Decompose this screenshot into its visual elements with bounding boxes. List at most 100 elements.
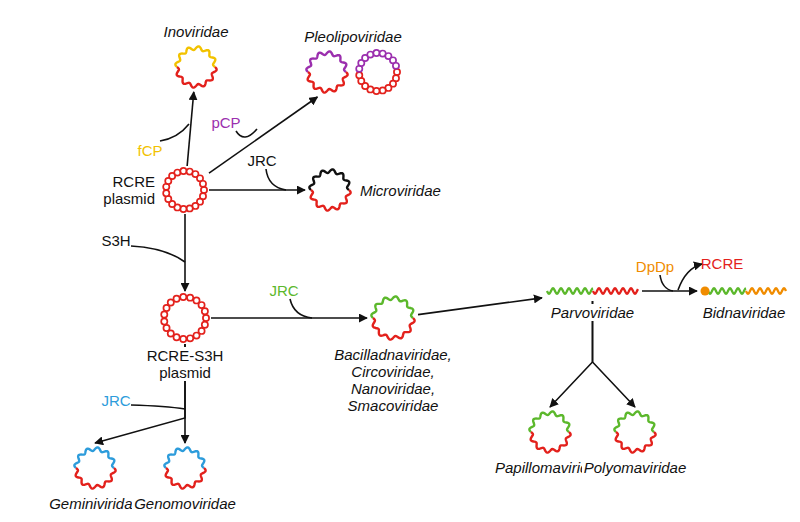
genome-bead [163,190,169,196]
genome-bead [373,50,379,56]
genome-strand [373,318,415,340]
genome-strand [309,169,349,190]
genome-strand [308,72,348,93]
genome-bead [202,322,208,328]
terminal-protein [701,287,710,296]
genome-bead [187,335,193,341]
gene-label: JRC [269,282,298,299]
genome-node: Microviridae [308,168,352,212]
genome-bead [180,294,186,300]
family-label: Inoviridae [161,23,230,40]
genome-bead [193,332,199,338]
family-label: Geminiviridae [47,495,143,512]
genome-node: RCRE plasmid [163,168,207,212]
genome-node: Geminiviridae [73,446,117,490]
genome-node: Genomoviridae [163,446,207,490]
genome-strand [306,51,346,72]
family-label: RCRE plasmid [93,173,157,207]
family-label: Bidnaviridae [701,304,788,321]
genome-node: Parvoviridae [545,283,640,299]
connector-arrow [184,214,186,291]
genome-bead [187,205,193,211]
genome-shape [528,410,572,454]
genome-bead [394,69,400,75]
genome-strand [175,46,215,67]
genome-node: RCRE-S3H plasmid [161,294,209,342]
genome-strand [593,288,638,293]
genome-strand [311,190,351,211]
family-label: Bacilladnaviridae, Circoviridae, Nanovir… [320,346,466,414]
genome-bead [161,318,167,324]
genome-shape [700,283,788,299]
genome-bead [161,311,167,317]
genome-strand [529,411,569,432]
genome-shape [308,168,352,212]
family-label: Polyomaviridae [582,459,689,476]
genome-strand [177,67,217,88]
connector-arrow [418,298,542,315]
genome-node: Pleolipoviridae [305,50,401,94]
genome-strand [531,432,571,453]
cofactor-arrow [678,264,702,290]
genome-shape [613,410,657,454]
gene-label: fCP [137,142,162,159]
genome-shape [545,283,640,299]
genome-strand [547,288,593,293]
genome-strand [74,447,114,468]
genome-shape [370,295,416,341]
family-label: Pleolipoviridae [302,28,404,45]
genome-shape [163,168,207,212]
genome-node: Polyomaviridae [613,410,657,454]
genome-node: Inoviridae [174,45,218,89]
gene-label: JRC [247,152,276,169]
genome-strand [746,288,786,293]
genome-shape [161,294,209,342]
gene-label: DpDp [636,258,674,275]
cofactor-arrow [160,124,189,141]
genome-bead [163,325,169,331]
gene-label: pCP [211,114,240,131]
genome-strand [708,288,746,293]
genome-bead [180,168,186,174]
gene-label: RCRE [701,255,744,272]
cofactor-arrow [131,246,185,262]
genome-bead [168,299,174,305]
genome-strand [616,432,656,453]
genome-bead [198,302,204,308]
gene-label: S3H [101,232,130,249]
genome-shape [163,446,207,490]
genome-strand [164,447,204,468]
genome-bead [200,181,206,187]
genome-bead [380,87,386,93]
family-label: Parvoviridae [549,304,636,321]
genome-strand [166,468,206,489]
genome-strand [371,296,413,318]
genome-bead [202,308,208,314]
connector-arrow [187,92,194,166]
family-label: Genomoviridae [132,495,238,512]
genome-shape [305,50,401,94]
genome-node: Bidnaviridae [700,283,788,299]
genome-bead [393,63,399,69]
cofactor-arrow [266,169,286,190]
family-label: RCRE-S3H plasmid [141,347,229,381]
connector-arrow [211,317,367,319]
cofactor-arrow [290,299,312,318]
genome-shape [73,446,117,490]
genome-bead [187,295,193,301]
genome-strand [614,411,654,432]
genome-bead [356,72,362,78]
gene-label: JRC [101,392,130,409]
genome-bead [203,315,209,321]
connector-arrow [209,97,317,173]
cofactor-arrow [131,405,185,409]
genome-node: Papillomaviridae [528,410,572,454]
genome-shape [174,45,218,89]
genome-bead [173,296,179,302]
family-label: Microviridae [358,182,443,199]
genome-bead [173,334,179,340]
